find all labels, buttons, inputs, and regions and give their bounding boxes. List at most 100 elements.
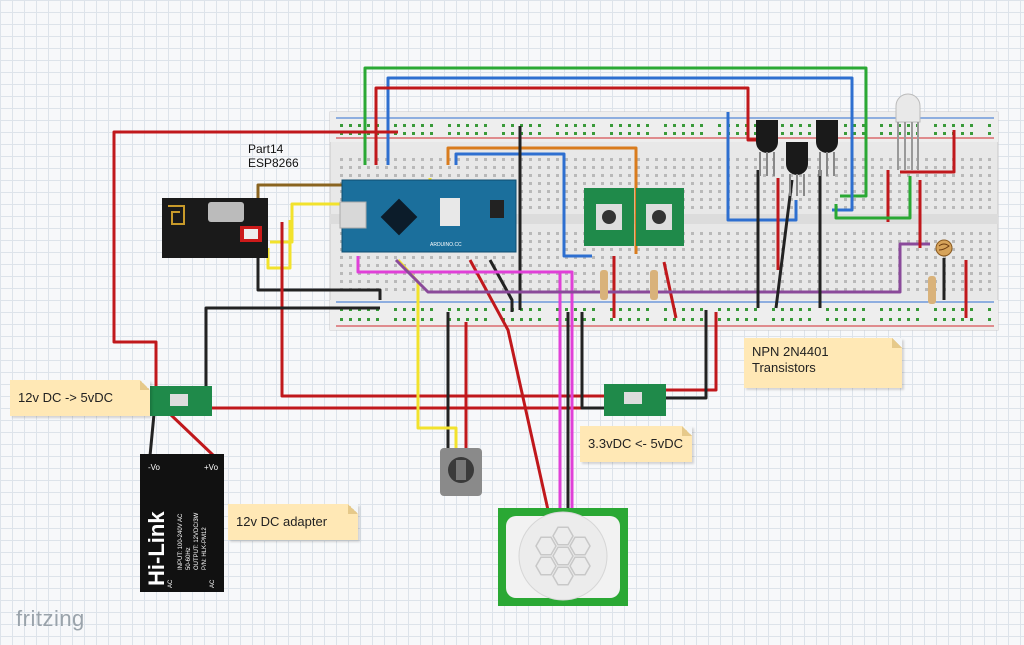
breadboard-hole xyxy=(475,256,478,259)
breadboard-hole xyxy=(925,232,928,235)
breadboard-hole xyxy=(835,166,838,169)
breadboard-hole xyxy=(736,124,739,127)
breadboard-hole xyxy=(619,166,622,169)
breadboard-hole xyxy=(628,272,631,275)
breadboard-hole xyxy=(664,166,667,169)
breadboard-hole xyxy=(907,272,910,275)
breadboard-hole xyxy=(880,206,883,209)
breadboard-hole xyxy=(637,124,640,127)
breadboard-hole xyxy=(691,132,694,135)
breadboard-hole xyxy=(601,182,604,185)
breadboard-hole xyxy=(727,318,730,321)
breadboard-hole xyxy=(556,166,559,169)
breadboard-hole xyxy=(772,256,775,259)
breadboard-hole xyxy=(457,256,460,259)
breadboard-hole xyxy=(574,264,577,267)
breadboard-hole xyxy=(637,182,640,185)
breadboard-hole xyxy=(727,256,730,259)
breadboard-hole xyxy=(439,166,442,169)
breadboard-hole xyxy=(763,198,766,201)
breadboard-hole xyxy=(952,272,955,275)
wire-red-btn2 xyxy=(662,261,678,319)
breadboard-hole xyxy=(835,240,838,243)
breadboard-hole xyxy=(385,166,388,169)
breadboard-hole xyxy=(961,132,964,135)
breadboard-hole xyxy=(502,158,505,161)
rgb-led xyxy=(895,93,921,170)
breadboard-hole xyxy=(754,158,757,161)
breadboard-hole xyxy=(934,132,937,135)
breadboard-hole xyxy=(457,132,460,135)
breadboard-hole xyxy=(898,190,901,193)
breadboard-hole xyxy=(691,166,694,169)
breadboard-hole xyxy=(880,240,883,243)
breadboard-hole xyxy=(565,308,568,311)
breadboard-hole xyxy=(439,158,442,161)
breadboard-hole xyxy=(475,166,478,169)
breadboard-hole xyxy=(943,198,946,201)
breadboard-hole xyxy=(745,190,748,193)
breadboard-hole xyxy=(529,240,532,243)
breadboard-hole xyxy=(583,280,586,283)
breadboard-hole xyxy=(925,174,928,177)
breadboard-hole xyxy=(862,206,865,209)
breadboard-hole xyxy=(493,174,496,177)
breadboard-hole xyxy=(844,240,847,243)
breadboard-hole xyxy=(709,264,712,267)
breadboard-hole xyxy=(970,318,973,321)
breadboard-hole xyxy=(529,232,532,235)
breadboard-hole xyxy=(880,288,883,291)
breadboard-hole xyxy=(448,280,451,283)
breadboard-hole xyxy=(754,288,757,291)
breadboard-hole xyxy=(430,288,433,291)
wire-black-dc xyxy=(204,306,380,392)
breadboard-hole xyxy=(862,280,865,283)
breadboard-hole xyxy=(889,240,892,243)
breadboard-hole xyxy=(556,264,559,267)
breadboard-hole xyxy=(844,166,847,169)
breadboard-hole xyxy=(772,182,775,185)
breadboard-hole xyxy=(367,318,370,321)
breadboard-hole xyxy=(574,206,577,209)
breadboard-hole xyxy=(502,308,505,311)
breadboard-hole xyxy=(646,288,649,291)
breadboard-hole xyxy=(790,240,793,243)
breadboard-hole xyxy=(970,264,973,267)
breadboard-hole xyxy=(448,166,451,169)
breadboard-hole xyxy=(898,166,901,169)
breadboard-hole xyxy=(961,124,964,127)
breadboard-hole xyxy=(898,158,901,161)
breadboard-hole xyxy=(601,158,604,161)
breadboard-hole xyxy=(466,308,469,311)
breadboard-hole xyxy=(547,158,550,161)
breadboard-hole xyxy=(601,166,604,169)
breadboard-hole xyxy=(709,240,712,243)
breadboard-hole xyxy=(862,272,865,275)
breadboard-hole xyxy=(619,174,622,177)
wire-green-top xyxy=(363,66,868,198)
breadboard-hole xyxy=(835,174,838,177)
breadboard-hole xyxy=(952,182,955,185)
wire-yellow-esp2 xyxy=(266,220,292,270)
breadboard-hole xyxy=(781,280,784,283)
breadboard-hole xyxy=(853,308,856,311)
breadboard-hole xyxy=(871,264,874,267)
breadboard-hole xyxy=(403,280,406,283)
breadboard-hole xyxy=(583,308,586,311)
hilink-brand: Hi-Link xyxy=(144,511,169,586)
breadboard-hole xyxy=(979,280,982,283)
breadboard-hole xyxy=(736,248,739,251)
breadboard-hole xyxy=(646,182,649,185)
breadboard-hole xyxy=(538,248,541,251)
breadboard-hole xyxy=(637,308,640,311)
breadboard-hole xyxy=(529,308,532,311)
breadboard-hole xyxy=(421,280,424,283)
wire-black-tr2 xyxy=(774,179,794,309)
transistors xyxy=(756,120,838,196)
breadboard-hole xyxy=(952,190,955,193)
breadboard-hole xyxy=(547,198,550,201)
pir-lens-cell xyxy=(569,556,591,576)
breadboard-hole xyxy=(664,280,667,283)
breadboard-hole xyxy=(583,264,586,267)
breadboard-hole xyxy=(421,166,424,169)
